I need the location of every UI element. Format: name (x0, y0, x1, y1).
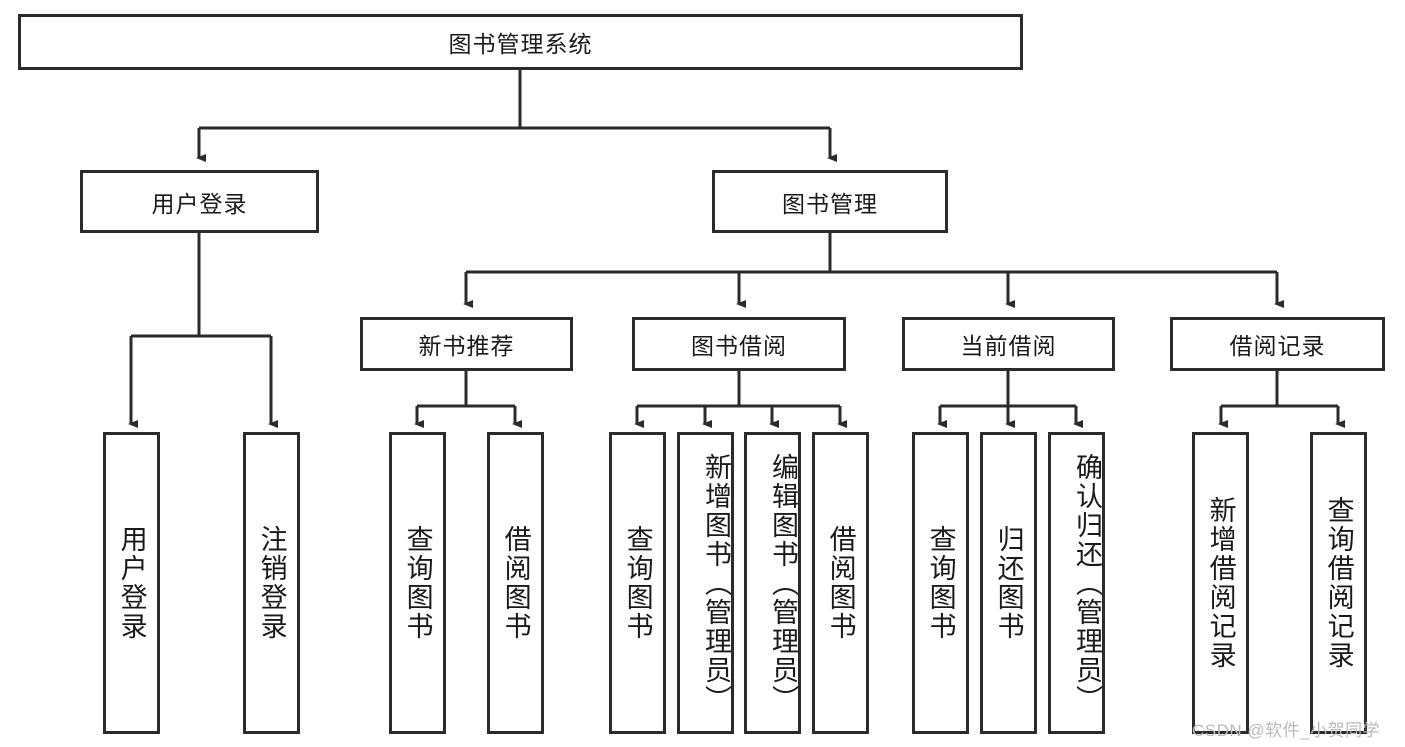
leaf-confirm-return-admin[interactable]: 确认归还（管理员） (1048, 432, 1105, 734)
node-label: 查询图书 (402, 525, 433, 641)
node-label: 借阅记录 (1229, 333, 1326, 359)
leaf-add-borrow-record[interactable]: 新增借阅记录 (1192, 432, 1249, 734)
node-label: 用户登录 (151, 190, 248, 217)
node-user-login[interactable]: 用户登录 (80, 170, 319, 233)
leaf-query-book-new[interactable]: 查询图书 (389, 432, 446, 734)
node-borrow-records[interactable]: 借阅记录 (1170, 317, 1385, 371)
node-label: 新书推荐 (418, 333, 515, 359)
node-label: 图书借阅 (691, 333, 787, 359)
leaf-query-borrow-record[interactable]: 查询借阅记录 (1310, 432, 1367, 734)
node-label: 查询借阅记录 (1323, 496, 1354, 670)
node-label: 图书管理 (782, 190, 878, 217)
node-label: 用户登录 (116, 525, 147, 641)
node-label: 注销登录 (256, 525, 287, 641)
leaf-query-book-current[interactable]: 查询图书 (912, 432, 969, 734)
leaf-add-book-admin[interactable]: 新增图书（管理员） (677, 432, 734, 734)
node-label: 编辑图书（管理员） (768, 452, 798, 714)
leaf-borrow-book-new[interactable]: 借阅图书 (487, 432, 544, 734)
node-label: 当前借阅 (960, 333, 1057, 359)
node-label: 借阅图书 (825, 525, 856, 641)
node-label: 确认归还（管理员） (1072, 452, 1102, 714)
node-label: 借阅图书 (500, 525, 531, 641)
node-label: 图书管理系统 (448, 31, 593, 57)
leaf-edit-book-admin[interactable]: 编辑图书（管理员） (744, 432, 801, 734)
node-book-borrow[interactable]: 图书借阅 (632, 317, 846, 371)
node-label: 查询图书 (925, 525, 956, 641)
leaf-borrow-book[interactable]: 借阅图书 (812, 432, 869, 734)
leaf-user-login[interactable]: 用户登录 (103, 432, 160, 734)
csdn-watermark: CSDN @软件_小贺同学 (1192, 721, 1381, 740)
node-label: 查询图书 (622, 525, 653, 641)
node-book-management[interactable]: 图书管理 (712, 170, 948, 233)
node-current-borrow[interactable]: 当前借阅 (902, 317, 1115, 371)
leaf-query-book-borrow[interactable]: 查询图书 (609, 432, 666, 734)
node-label: 新增图书（管理员） (701, 452, 731, 714)
node-root-system[interactable]: 图书管理系统 (18, 14, 1023, 70)
node-label: 归还图书 (993, 525, 1024, 641)
leaf-user-logout[interactable]: 注销登录 (243, 432, 300, 734)
leaf-return-book[interactable]: 归还图书 (980, 432, 1037, 734)
node-new-book-recommend[interactable]: 新书推荐 (360, 317, 573, 371)
node-label: 新增借阅记录 (1205, 496, 1236, 670)
